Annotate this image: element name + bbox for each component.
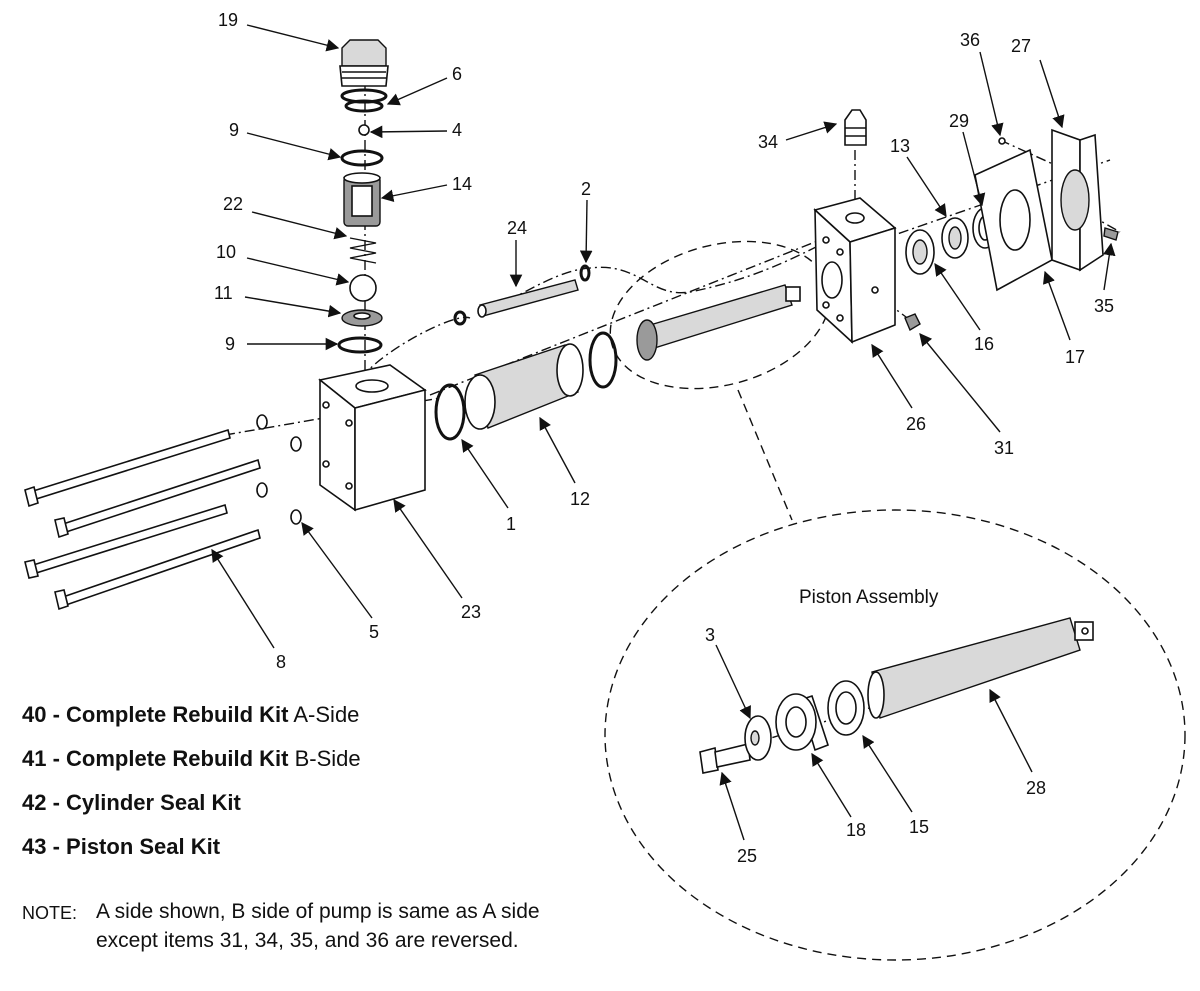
callout-23: 23 — [461, 602, 481, 622]
kit-code: 41 - — [22, 746, 67, 771]
kit-code: 42 - — [22, 790, 67, 815]
kit-item: 43 - Piston Seal Kit — [22, 832, 361, 876]
part-13-seal — [941, 217, 969, 259]
kit-code: 43 - — [22, 834, 67, 859]
callout-28: 28 — [1026, 778, 1046, 798]
part-24-oring — [453, 310, 467, 326]
part-31-plug — [904, 313, 921, 332]
callout-4: 4 — [452, 120, 462, 140]
callout-36: 36 — [960, 30, 980, 50]
callout-2: 2 — [581, 179, 591, 199]
part-34-fitting — [844, 109, 867, 146]
piston-upper — [636, 284, 801, 361]
callout-25: 25 — [737, 846, 757, 866]
part-8-tie-rods — [24, 428, 261, 611]
detail-ring-18 — [775, 693, 829, 752]
part-10-ball — [349, 274, 377, 302]
part-14-cage — [343, 172, 381, 227]
kit-item: 40 - Complete Rebuild Kit A-Side — [22, 700, 361, 744]
callout-16: 16 — [974, 334, 994, 354]
part-1-oring-right — [588, 331, 618, 389]
part-35-plug — [1103, 227, 1119, 241]
callout-29: 29 — [949, 111, 969, 131]
callout-22: 22 — [223, 194, 243, 214]
note-label: NOTE: — [22, 903, 78, 923]
kit-name: Complete Rebuild Kit — [66, 702, 289, 727]
kit-code: 40 - — [22, 702, 67, 727]
note-line-1: A side shown, B side of pump is same as … — [96, 900, 540, 923]
callout-24: 24 — [507, 218, 527, 238]
note-block: NOTE: A side shown, B side of pump is sa… — [22, 897, 582, 955]
kit-name: Complete Rebuild Kit — [66, 746, 289, 771]
callout-9-upper: 9 — [229, 120, 239, 140]
part-11-seat — [341, 309, 383, 327]
callout-3: 3 — [705, 625, 715, 645]
callout-15: 15 — [909, 817, 929, 837]
callout-19: 19 — [218, 10, 238, 30]
detail-rod-28 — [867, 617, 1094, 719]
kit-list: 40 - Complete Rebuild Kit A-Side 41 - Co… — [22, 700, 361, 876]
part-22-spring — [349, 237, 377, 264]
part-17-gasket — [974, 148, 1053, 292]
part-5-washers — [256, 414, 302, 525]
part-19-cap — [339, 39, 389, 104]
part-4-ball — [358, 124, 370, 136]
part-6-ring — [344, 99, 384, 113]
part-26-manifold — [813, 197, 897, 344]
kit-suffix: B-Side — [288, 746, 361, 771]
callout-13: 13 — [890, 136, 910, 156]
callout-14: 14 — [452, 174, 472, 194]
part-27-plate — [1051, 128, 1104, 272]
callout-27: 27 — [1011, 36, 1031, 56]
callout-6: 6 — [452, 64, 462, 84]
callout-31: 31 — [994, 438, 1014, 458]
callout-18: 18 — [846, 820, 866, 840]
callout-5: 5 — [369, 622, 379, 642]
part-9-oring-lower — [337, 336, 383, 354]
part-24-tube — [477, 279, 579, 318]
kit-suffix: A-Side — [288, 702, 360, 727]
callout-10: 10 — [216, 242, 236, 262]
callout-17: 17 — [1065, 347, 1085, 367]
detail-bolt-25 — [699, 743, 751, 774]
kit-name: Piston Seal Kit — [66, 834, 221, 859]
part-2-oring — [579, 264, 591, 282]
part-16-seal — [905, 229, 935, 275]
detail-seal-15 — [827, 680, 865, 736]
note-line-2: except items 31, 34, 35, and 36 are reve… — [96, 929, 519, 952]
detail-washer-3 — [744, 715, 772, 761]
callout-8: 8 — [276, 652, 286, 672]
callout-26: 26 — [906, 414, 926, 434]
callout-1: 1 — [506, 514, 516, 534]
leader-lines — [211, 24, 1116, 841]
part-1-oring — [434, 383, 466, 441]
kit-item: 42 - Cylinder Seal Kit — [22, 788, 361, 832]
part-12-cylinder — [464, 343, 584, 430]
callout-12: 12 — [570, 489, 590, 509]
callout-labels: 19 6 4 9 14 22 10 11 9 24 2 34 13 29 36 … — [214, 10, 1114, 866]
callout-34: 34 — [758, 132, 778, 152]
kit-item: 41 - Complete Rebuild Kit B-Side — [22, 744, 361, 788]
part-36-pin — [998, 137, 1006, 145]
callout-11: 11 — [214, 283, 233, 303]
part-9-oring — [340, 149, 384, 167]
callout-35: 35 — [1094, 296, 1114, 316]
piston-assembly-label: Piston Assembly — [799, 587, 939, 608]
part-23-block — [318, 364, 427, 512]
kit-name: Cylinder Seal Kit — [66, 790, 241, 815]
callout-9-lower: 9 — [225, 334, 235, 354]
